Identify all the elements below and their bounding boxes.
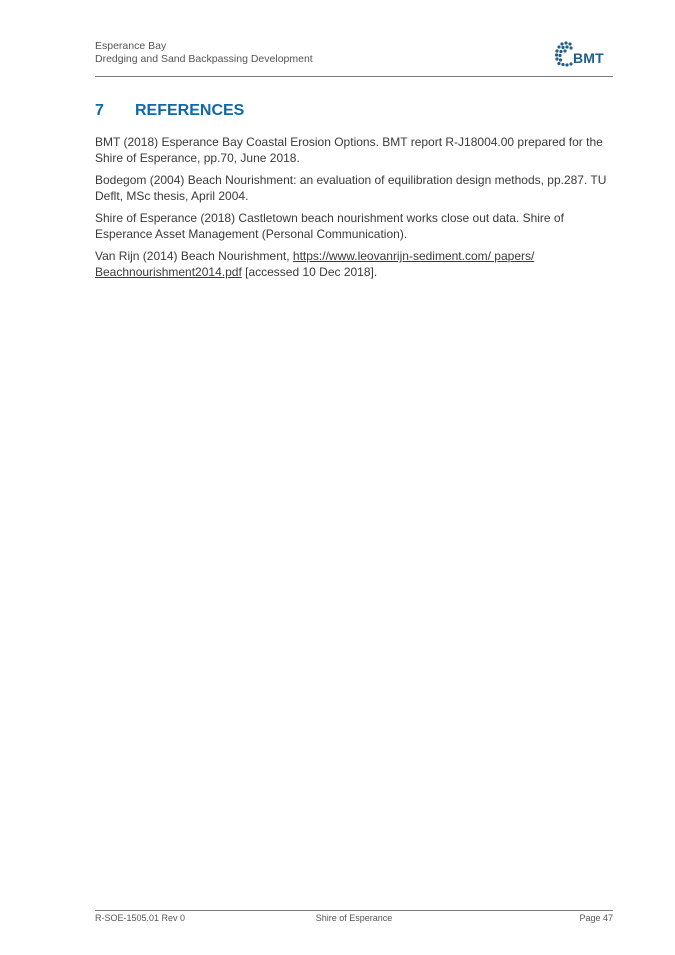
reference-link[interactable]: https://www.leovanrijn-sediment.com/ pap…: [95, 249, 535, 279]
reference-prefix: Van Rijn (2014) Beach Nourishment,: [95, 249, 293, 263]
logo-text: BMT: [573, 50, 604, 66]
bmt-globe-icon: [554, 41, 573, 67]
section-title: REFERENCES: [135, 102, 245, 119]
footer-organisation: Shire of Esperance: [315, 913, 393, 923]
header-title: Esperance Bay: [95, 40, 167, 52]
page-footer: R-SOE-1505.01 Rev 0 Shire of Esperance P…: [95, 910, 613, 925]
bmt-logo: BMT: [553, 40, 611, 68]
page-header: Esperance Bay Dredging and Sand Backpass…: [95, 40, 613, 77]
reference-item: Bodegom (2004) Beach Nourishment: an eva…: [95, 173, 607, 203]
reference-item: Van Rijn (2014) Beach Nourishment, https…: [95, 248, 615, 280]
section-heading: 7 REFERENCES: [95, 100, 244, 122]
header-subtitle: Dredging and Sand Backpassing Developmen…: [95, 53, 313, 65]
reference-item: Shire of Esperance (2018) Castletown bea…: [95, 211, 564, 241]
reference-suffix: [accessed 10 Dec 2018].: [241, 265, 378, 279]
section-number: 7: [95, 102, 104, 119]
footer-doc-ref: R-SOE-1505.01 Rev 0: [95, 913, 186, 923]
reference-item: BMT (2018) Esperance Bay Coastal Erosion…: [95, 135, 603, 165]
footer-page-number: Page 47: [579, 913, 613, 923]
reference-list: BMT (2018) Esperance Bay Coastal Erosion…: [95, 134, 615, 286]
